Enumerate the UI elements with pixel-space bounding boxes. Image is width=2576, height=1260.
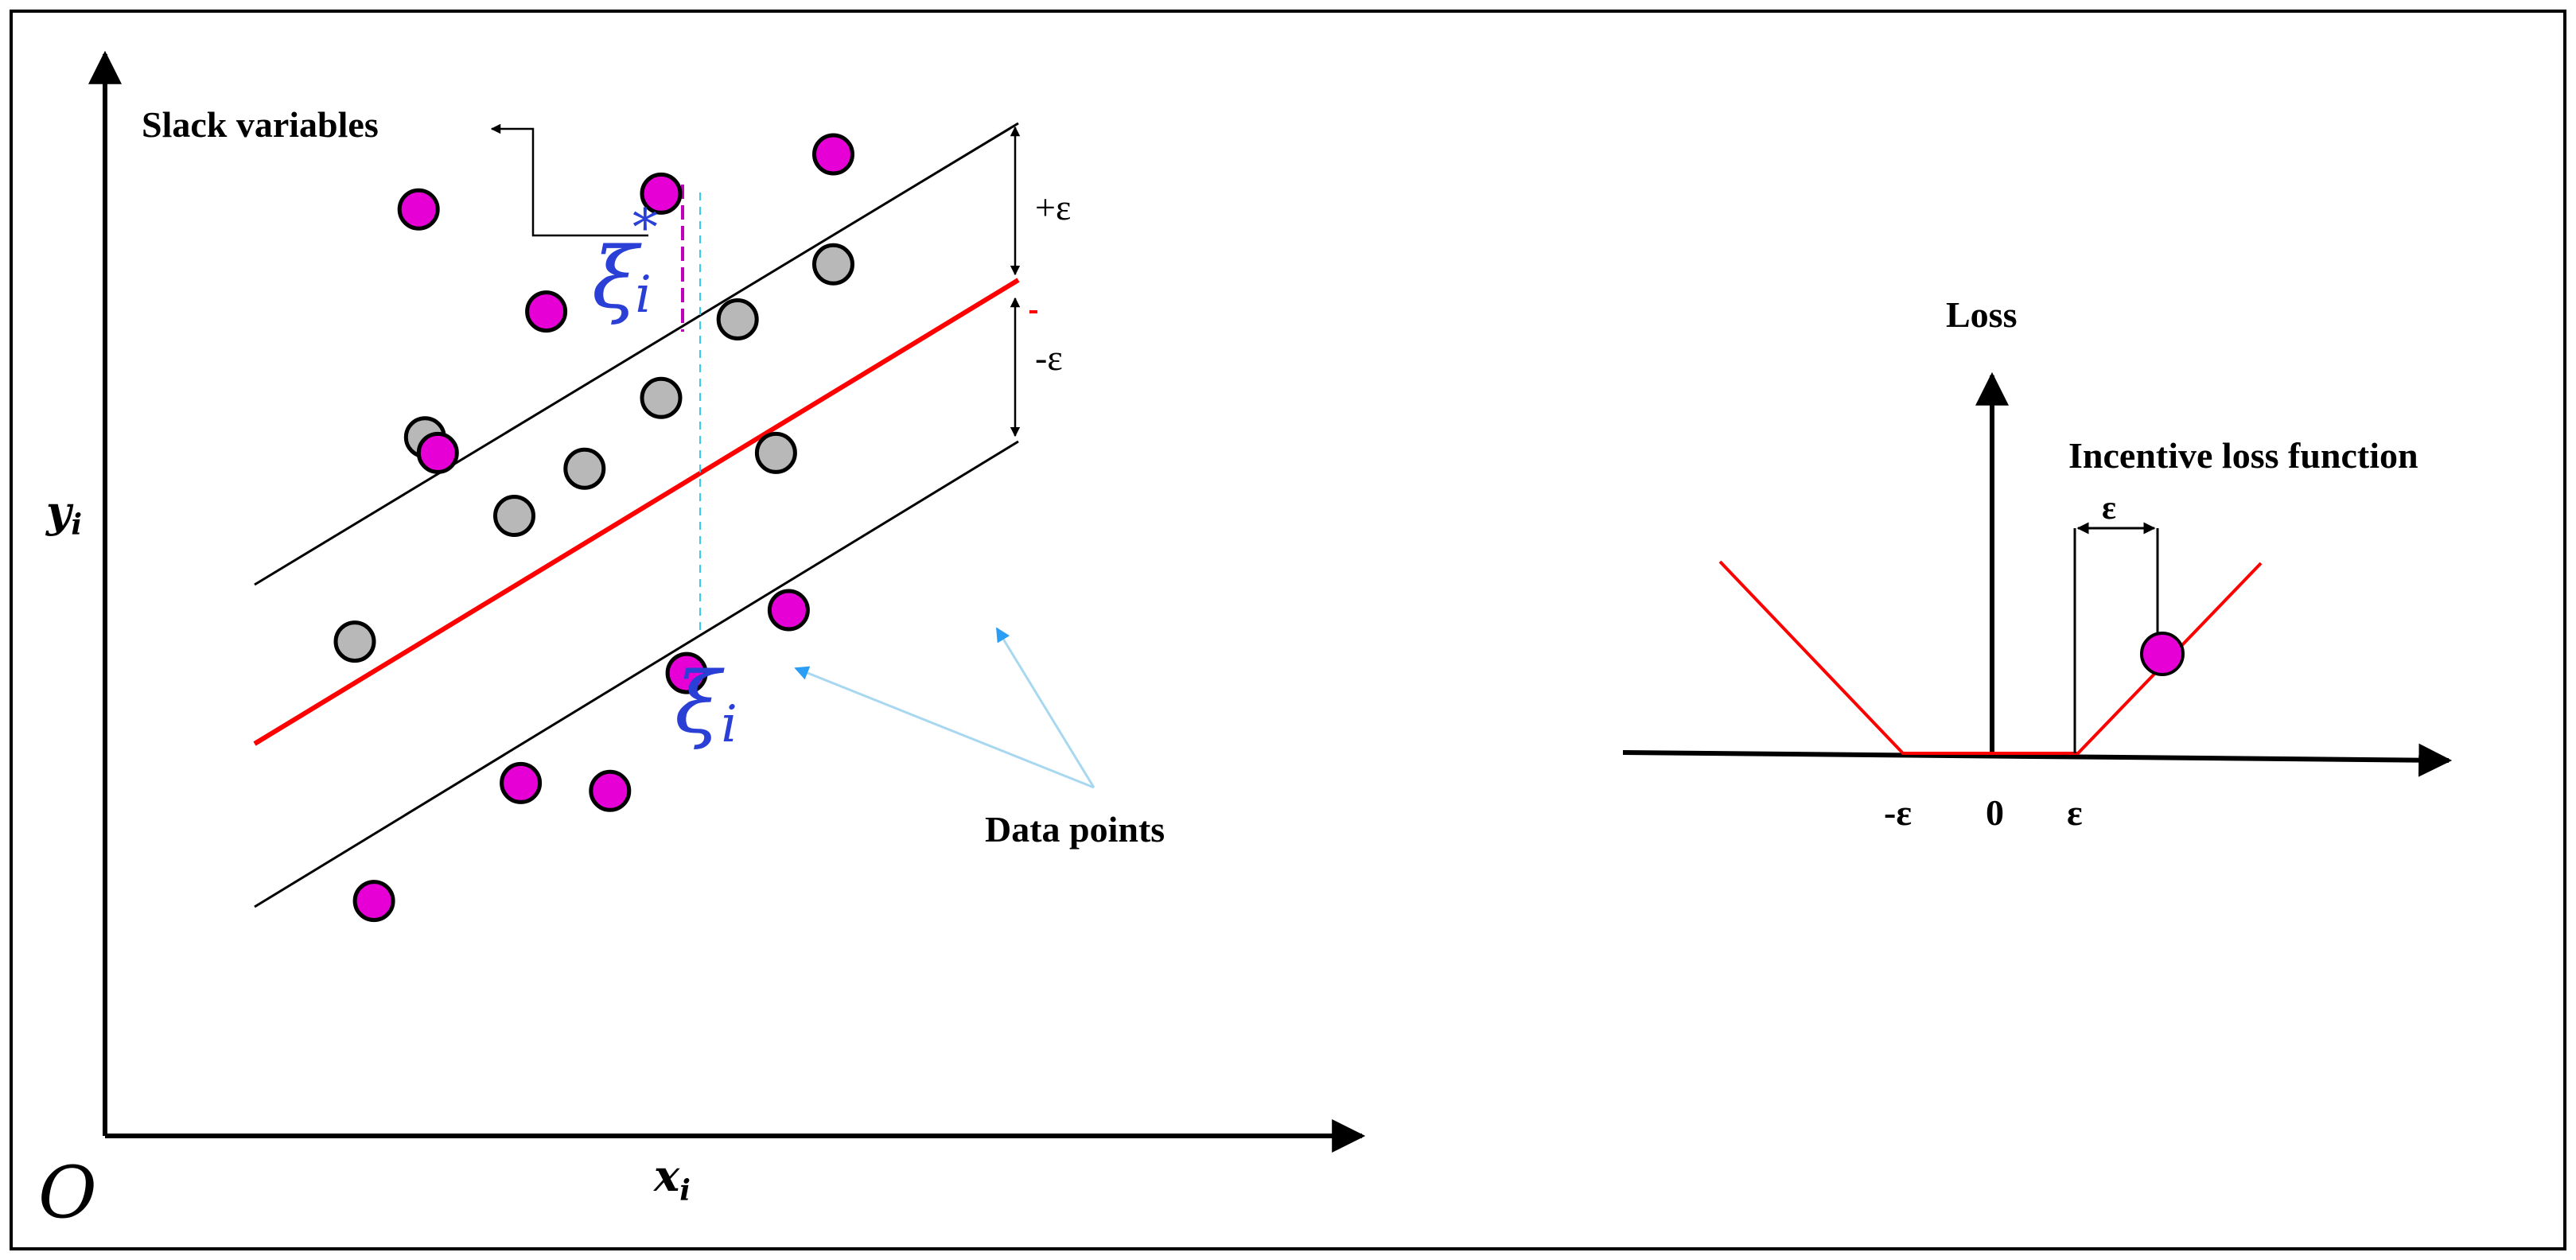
inside-data-point-3 [563, 447, 606, 490]
eps-bracket-label: ε [2102, 490, 2116, 527]
loss-horizontal-axis [1622, 743, 2453, 777]
outside-data-point-5 [812, 133, 854, 176]
figure-frame [10, 10, 2566, 1250]
xi-symbol: ξi [675, 654, 737, 754]
outside-points-group [352, 133, 854, 923]
slack-variables-label: Slack variables [142, 104, 379, 145]
outside-data-point-9 [352, 880, 395, 923]
lower-epsilon-boundary [254, 440, 1019, 908]
inside-data-point-6 [812, 243, 854, 286]
outside-data-point-1 [397, 188, 440, 231]
data-points-connector-b [995, 627, 1095, 788]
outside-data-point-10 [767, 589, 810, 632]
y-axis-label: yi [45, 486, 82, 542]
slack-connector-arrow [490, 123, 648, 237]
outside-data-point-6 [500, 761, 543, 804]
xi-star-symbol: ξi* [592, 199, 658, 327]
inside-data-point-4 [640, 376, 683, 419]
plus-epsilon-label: +ε [1035, 187, 1071, 228]
incentive-loss-label: Incentive loss function [2068, 435, 2418, 476]
data-points-connector-a [794, 666, 1095, 789]
regression-panel: Slack variables ξi* ξi +ε -ε Data points… [38, 50, 1366, 1235]
origin-label: O [38, 1151, 97, 1235]
tick-minus-epsilon: -ε [1884, 792, 1912, 833]
inside-data-point-5 [716, 298, 759, 340]
tick-zero: 0 [1986, 792, 2004, 833]
outside-data-point-3 [525, 290, 568, 333]
inside-data-point-7 [754, 431, 797, 474]
outside-data-point-8 [665, 651, 708, 694]
loss-function-panel: Loss Incentive loss function ε -ε 0 ε [1622, 294, 2453, 833]
regression-line [253, 278, 1020, 746]
outside-data-point-4 [640, 172, 683, 215]
inside-data-point-2 [493, 495, 535, 537]
outside-data-point-2 [416, 431, 459, 474]
minus-epsilon-label: -ε [1035, 337, 1063, 378]
inside-data-point-8 [333, 620, 376, 663]
outside-data-point-7 [589, 769, 632, 812]
tick-epsilon: ε [2067, 792, 2083, 833]
loss-sample-point [2140, 632, 2185, 676]
data-points-label: Data points [985, 809, 1165, 850]
loss-axis-label: Loss [1946, 294, 2017, 335]
x-axis-label: xi [653, 1150, 691, 1208]
upper-epsilon-boundary [254, 122, 1019, 586]
